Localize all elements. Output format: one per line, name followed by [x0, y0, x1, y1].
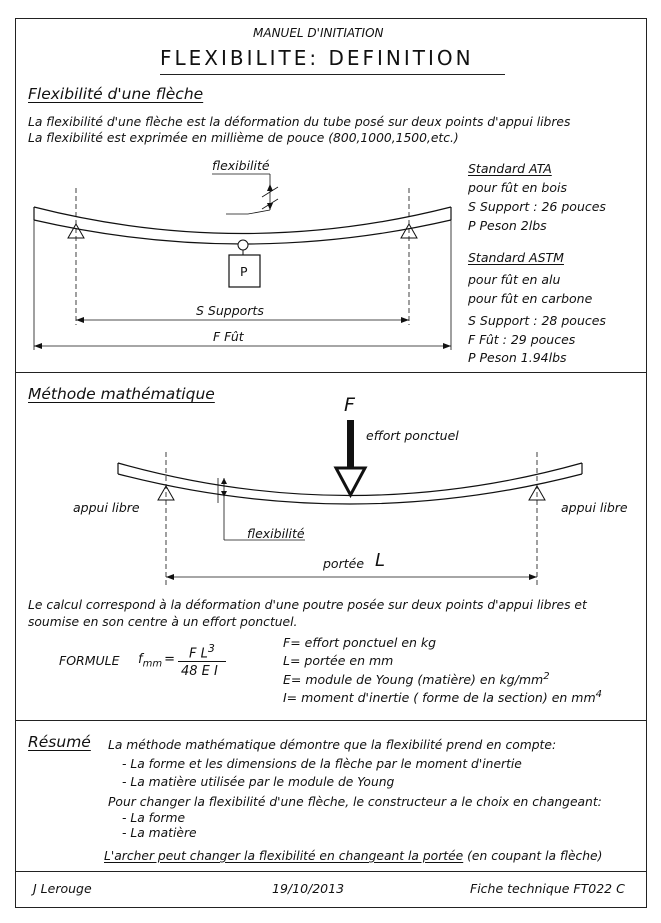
resume-intro: La méthode mathématique démontre que la …: [108, 738, 557, 752]
conclusion-underlined: L'archer peut changer la flexibilité en …: [104, 849, 464, 863]
formula-eq: =: [164, 652, 175, 667]
section-divider-1: [15, 372, 647, 373]
formula-bar: [178, 661, 226, 662]
formula-numerator: F L3: [189, 642, 215, 661]
astm-line5: P Peson 1.94lbs: [468, 350, 567, 365]
conclusion-rest: (en coupant la flèche): [463, 849, 603, 863]
def-F: F= effort ponctuel en kg: [283, 635, 437, 650]
footer-author: J Lerouge: [33, 881, 92, 896]
def-E-exp: 2: [543, 671, 550, 682]
beam-load-diagram: [117, 420, 583, 585]
footer-divider: [15, 871, 647, 872]
ata-title: Standard ATA: [468, 161, 552, 176]
section3-heading: Résumé: [28, 733, 91, 751]
formula-denominator: 48 E I: [181, 664, 218, 679]
right-support-label: appui libre: [561, 500, 628, 515]
title-underline: [160, 74, 505, 75]
formula-num-exp: 3: [207, 642, 215, 655]
section2-para2: soumise en son centre à un effort ponctu…: [28, 615, 298, 629]
section1-line1: La flexibilité d'une flèche est la défor…: [28, 115, 571, 129]
flexibility-label-2: flexibilité: [247, 526, 305, 541]
ata-line2: S Support : 26 pouces: [468, 199, 606, 214]
arrow-support-diagram: [33, 173, 452, 350]
weight-label: P: [240, 264, 248, 279]
resume-bullet-2: - La matière utilisée par le module de Y…: [122, 775, 395, 789]
formula-num: F L: [189, 646, 208, 662]
astm-line4: F Fût : 29 pouces: [468, 332, 576, 347]
section2-para1: Le calcul correspond à la déformation d'…: [28, 598, 587, 612]
ata-line1: pour fût en bois: [468, 180, 567, 195]
shaft-label: F Fût: [213, 329, 244, 344]
def-I-exp: 4: [595, 689, 603, 700]
left-support-label: appui libre: [73, 500, 140, 515]
formula-f: f: [138, 652, 143, 667]
formula-sub: mm: [142, 658, 163, 670]
section-divider-2: [15, 720, 647, 721]
force-label: F: [344, 394, 355, 416]
force-desc: effort ponctuel: [366, 428, 459, 443]
formula-label: FORMULE: [59, 653, 120, 668]
span-label: portée: [323, 556, 365, 571]
def-E-text: E= module de Young (matière) en kg/mm: [283, 672, 544, 688]
page-frame: [15, 18, 647, 908]
def-L: L= portée en mm: [283, 653, 394, 668]
section1-line2: La flexibilité est exprimée en millième …: [28, 131, 459, 145]
astm-line3: S Support : 28 pouces: [468, 313, 606, 328]
resume-para: Pour changer la flexibilité d'une flèche…: [108, 795, 602, 809]
page-title: FLEXIBILITE: DEFINITION: [160, 46, 474, 70]
astm-title: Standard ASTM: [468, 250, 564, 265]
resume-conclusion: L'archer peut changer la flexibilité en …: [104, 849, 602, 863]
section1-heading: Flexibilité d'une flèche: [28, 85, 204, 103]
span-symbol: L: [375, 550, 386, 571]
flexibility-label-1: flexibilité: [212, 158, 270, 173]
header-subtitle: MANUEL D'INITIATION: [253, 26, 384, 40]
formula-lhs: fmm=: [138, 652, 175, 670]
resume-choice-1: - La forme: [122, 811, 186, 825]
def-I-text: I= moment d'inertie ( forme de la sectio…: [283, 690, 596, 706]
supports-label: S Supports: [196, 303, 264, 318]
section2-heading: Méthode mathématique: [28, 385, 215, 403]
def-I: I= moment d'inertie ( forme de la sectio…: [283, 689, 602, 705]
footer-ref: Fiche technique FT022 C: [470, 881, 625, 896]
def-E: E= module de Young (matière) en kg/mm2: [283, 671, 550, 687]
ata-line3: P Peson 2lbs: [468, 218, 547, 233]
astm-line2: pour fût en carbone: [468, 291, 593, 306]
resume-choice-2: - La matière: [122, 826, 197, 840]
resume-bullet-1: - La forme et les dimensions de la flèch…: [122, 757, 522, 771]
astm-line1: pour fût en alu: [468, 272, 561, 287]
footer-date: 19/10/2013: [272, 881, 345, 896]
